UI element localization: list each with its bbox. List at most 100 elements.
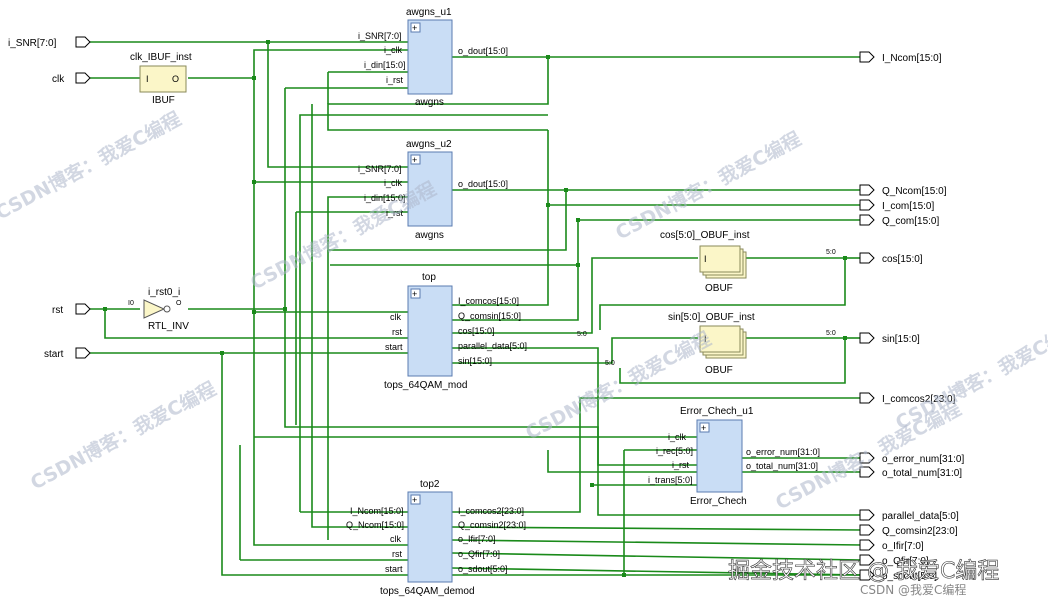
svg-text:i_clk: i_clk <box>384 178 403 188</box>
output-port-q-ncom[interactable]: Q_Ncom[15:0] <box>859 184 947 197</box>
junctions <box>103 40 847 577</box>
svg-text:Q_Ncom[15:0]: Q_Ncom[15:0] <box>882 186 947 197</box>
output-port-o-error-num[interactable]: o_error_num[31:0] <box>859 452 964 465</box>
output-port-i-ncom[interactable]: I_Ncom[15:0] <box>859 51 942 64</box>
svg-text:CSDN博客：我爱C编程: CSDN博客：我爱C编程 <box>27 377 220 494</box>
svg-text:i_rst0_i: i_rst0_i <box>148 287 180 298</box>
svg-text:5:0: 5:0 <box>577 331 587 338</box>
output-port-o-total-num[interactable]: o_total_num[31:0] <box>859 466 962 479</box>
svg-text:o_sdout[5:0]: o_sdout[5:0] <box>458 564 508 574</box>
svg-text:cos[15:0]: cos[15:0] <box>882 254 923 265</box>
svg-text:parallel_data[5:0]: parallel_data[5:0] <box>882 511 959 522</box>
output-port-o-ifir[interactable]: o_Ifir[7:0] <box>859 539 924 552</box>
output-port-parallel-data[interactable]: parallel_data[5:0] <box>859 509 959 522</box>
output-port-i-comcos2[interactable]: I_comcos2[23:0] <box>859 392 956 405</box>
svg-text:Q_comsin[15:0]: Q_comsin[15:0] <box>458 311 521 321</box>
svg-text:o_Ifir[7:0]: o_Ifir[7:0] <box>458 534 496 544</box>
output-port-q-com[interactable]: Q_com[15:0] <box>859 214 939 227</box>
svg-text:I: I <box>704 334 707 344</box>
output-ports: I_Ncom[15:0] Q_Ncom[15:0] I_com[15:0] Q_… <box>859 51 964 582</box>
svg-text:rst: rst <box>392 549 402 559</box>
input-port-start[interactable] <box>75 347 91 359</box>
ibuf-clk[interactable]: clk_IBUF_inst I O IBUF <box>130 52 192 106</box>
obuf-cos[interactable]: cos[5:0]_OBUF_inst I OBUF 5:0 5:0 <box>577 230 836 338</box>
svg-text:5:0: 5:0 <box>826 330 836 337</box>
svg-text:top2: top2 <box>420 479 440 490</box>
svg-text:CSDN博客：我爱C编程: CSDN博客：我爱C编程 <box>0 107 185 224</box>
svg-text:o_Qfir[7:0]: o_Qfir[7:0] <box>458 549 500 559</box>
output-port-i-com[interactable]: I_com[15:0] <box>859 199 934 212</box>
svg-text:I: I <box>146 74 149 84</box>
block-awgns-u2[interactable]: awgns_u2 + i_SNR[7:0] i_clk i_din[15:0] … <box>358 139 508 241</box>
block-error-chech[interactable]: Error_Chech_u1 + i_clk i_rec[5:0] i_rst … <box>648 406 820 507</box>
svg-text:o_dout[15:0]: o_dout[15:0] <box>458 46 508 56</box>
svg-text:I_Ncom[15:0]: I_Ncom[15:0] <box>882 53 942 64</box>
svg-text:o_error_num[31:0]: o_error_num[31:0] <box>746 447 820 457</box>
block-awgns-u1[interactable]: awgns_u1 + i_SNR[7:0] i_clk i_din[15:0] … <box>358 7 508 108</box>
svg-text:tops_64QAM_demod: tops_64QAM_demod <box>380 586 475 597</box>
svg-text:top: top <box>422 272 436 283</box>
svg-text:cos[15:0]: cos[15:0] <box>458 326 495 336</box>
svg-text:rst: rst <box>392 327 402 337</box>
svg-text:OBUF: OBUF <box>705 283 733 294</box>
output-port-q-comsin2[interactable]: Q_comsin2[23:0] <box>859 524 958 537</box>
svg-text:CSDN博客：我爱C编程: CSDN博客：我爱C编程 <box>247 177 440 294</box>
svg-text:O: O <box>172 74 179 84</box>
svg-text:i_din[15:0]: i_din[15:0] <box>364 60 406 70</box>
svg-text:o_error_num[31:0]: o_error_num[31:0] <box>882 454 964 465</box>
svg-text:o_sdout[5:0]: o_sdout[5:0] <box>882 571 937 582</box>
svg-text:Error_Chech_u1: Error_Chech_u1 <box>680 406 754 417</box>
svg-text:awgns: awgns <box>415 97 444 108</box>
svg-text:5:0: 5:0 <box>605 360 615 367</box>
svg-text:OBUF: OBUF <box>705 365 733 376</box>
output-port-o-qfir[interactable]: o_Qfir[7:0] <box>859 554 929 567</box>
svg-text:clk: clk <box>390 312 401 322</box>
input-label-clk: clk <box>52 74 65 85</box>
svg-text:掘金技术社区 @ 我爱C编程: 掘金技术社区 @ 我爱C编程 <box>728 559 999 584</box>
svg-text:CSDN博客：我爱C编程: CSDN博客：我爱C编程 <box>612 127 805 244</box>
block-top[interactable]: top + clk rst start I_comcos[15:0] Q_com… <box>384 272 527 391</box>
output-port-o-sdout[interactable]: o_sdout[5:0] <box>859 569 937 582</box>
svg-text:I_comcos[15:0]: I_comcos[15:0] <box>458 296 519 306</box>
input-port-clk[interactable] <box>75 72 91 84</box>
input-label-start: start <box>44 349 64 360</box>
svg-text:i_clk: i_clk <box>668 432 687 442</box>
output-port-cos[interactable]: cos[15:0] <box>859 252 923 265</box>
inverter-rst[interactable]: i_rst0_i I0 O RTL_INV <box>128 287 189 332</box>
ibuf-inst-name: clk_IBUF_inst <box>130 52 192 63</box>
input-ports: i_SNR[7:0] clk rst start <box>8 36 91 360</box>
svg-text:Error_Chech: Error_Chech <box>690 496 747 507</box>
input-port-snr[interactable] <box>75 36 91 48</box>
svg-text:Q_com[15:0]: Q_com[15:0] <box>882 216 939 227</box>
svg-text:Q_comsin2[23:0]: Q_comsin2[23:0] <box>882 526 958 537</box>
output-port-sin[interactable]: sin[15:0] <box>859 332 920 345</box>
input-port-rst[interactable] <box>75 303 91 315</box>
svg-text:+: + <box>412 495 417 505</box>
obuf-sin[interactable]: sin[5:0]_OBUF_inst I OBUF 5:0 5:0 <box>605 312 836 376</box>
input-label-snr: i_SNR[7:0] <box>8 38 57 49</box>
svg-text:start: start <box>385 342 403 352</box>
svg-text:o_total_num[31:0]: o_total_num[31:0] <box>882 468 962 479</box>
block-top2[interactable]: top2 + I_Ncom[15:0] Q_Ncom[15:0] clk rst… <box>346 479 526 597</box>
svg-text:RTL_INV: RTL_INV <box>148 321 189 332</box>
svg-text:O: O <box>176 300 182 307</box>
svg-text:i_rst: i_rst <box>386 208 404 218</box>
svg-text:awgns: awgns <box>415 230 444 241</box>
svg-text:+: + <box>412 289 417 299</box>
svg-text:sin[15:0]: sin[15:0] <box>458 356 492 366</box>
svg-text:sin[15:0]: sin[15:0] <box>882 334 920 345</box>
svg-text:+: + <box>412 155 417 165</box>
ibuf-type: IBUF <box>152 95 175 106</box>
svg-text:I_com[15:0]: I_com[15:0] <box>882 201 934 212</box>
svg-text:I_Ncom[15:0]: I_Ncom[15:0] <box>350 506 404 516</box>
svg-text:I: I <box>704 254 707 264</box>
svg-text:5:0: 5:0 <box>826 249 836 256</box>
svg-text:i_SNR[7:0]: i_SNR[7:0] <box>358 164 402 174</box>
svg-text:+: + <box>701 423 706 433</box>
wires <box>90 41 863 576</box>
svg-text:cos[5:0]_OBUF_inst: cos[5:0]_OBUF_inst <box>660 230 750 241</box>
svg-text:start: start <box>385 564 403 574</box>
svg-text:I_comcos2[23:0]: I_comcos2[23:0] <box>458 506 524 516</box>
svg-text:i_SNR[7:0]: i_SNR[7:0] <box>358 31 402 41</box>
